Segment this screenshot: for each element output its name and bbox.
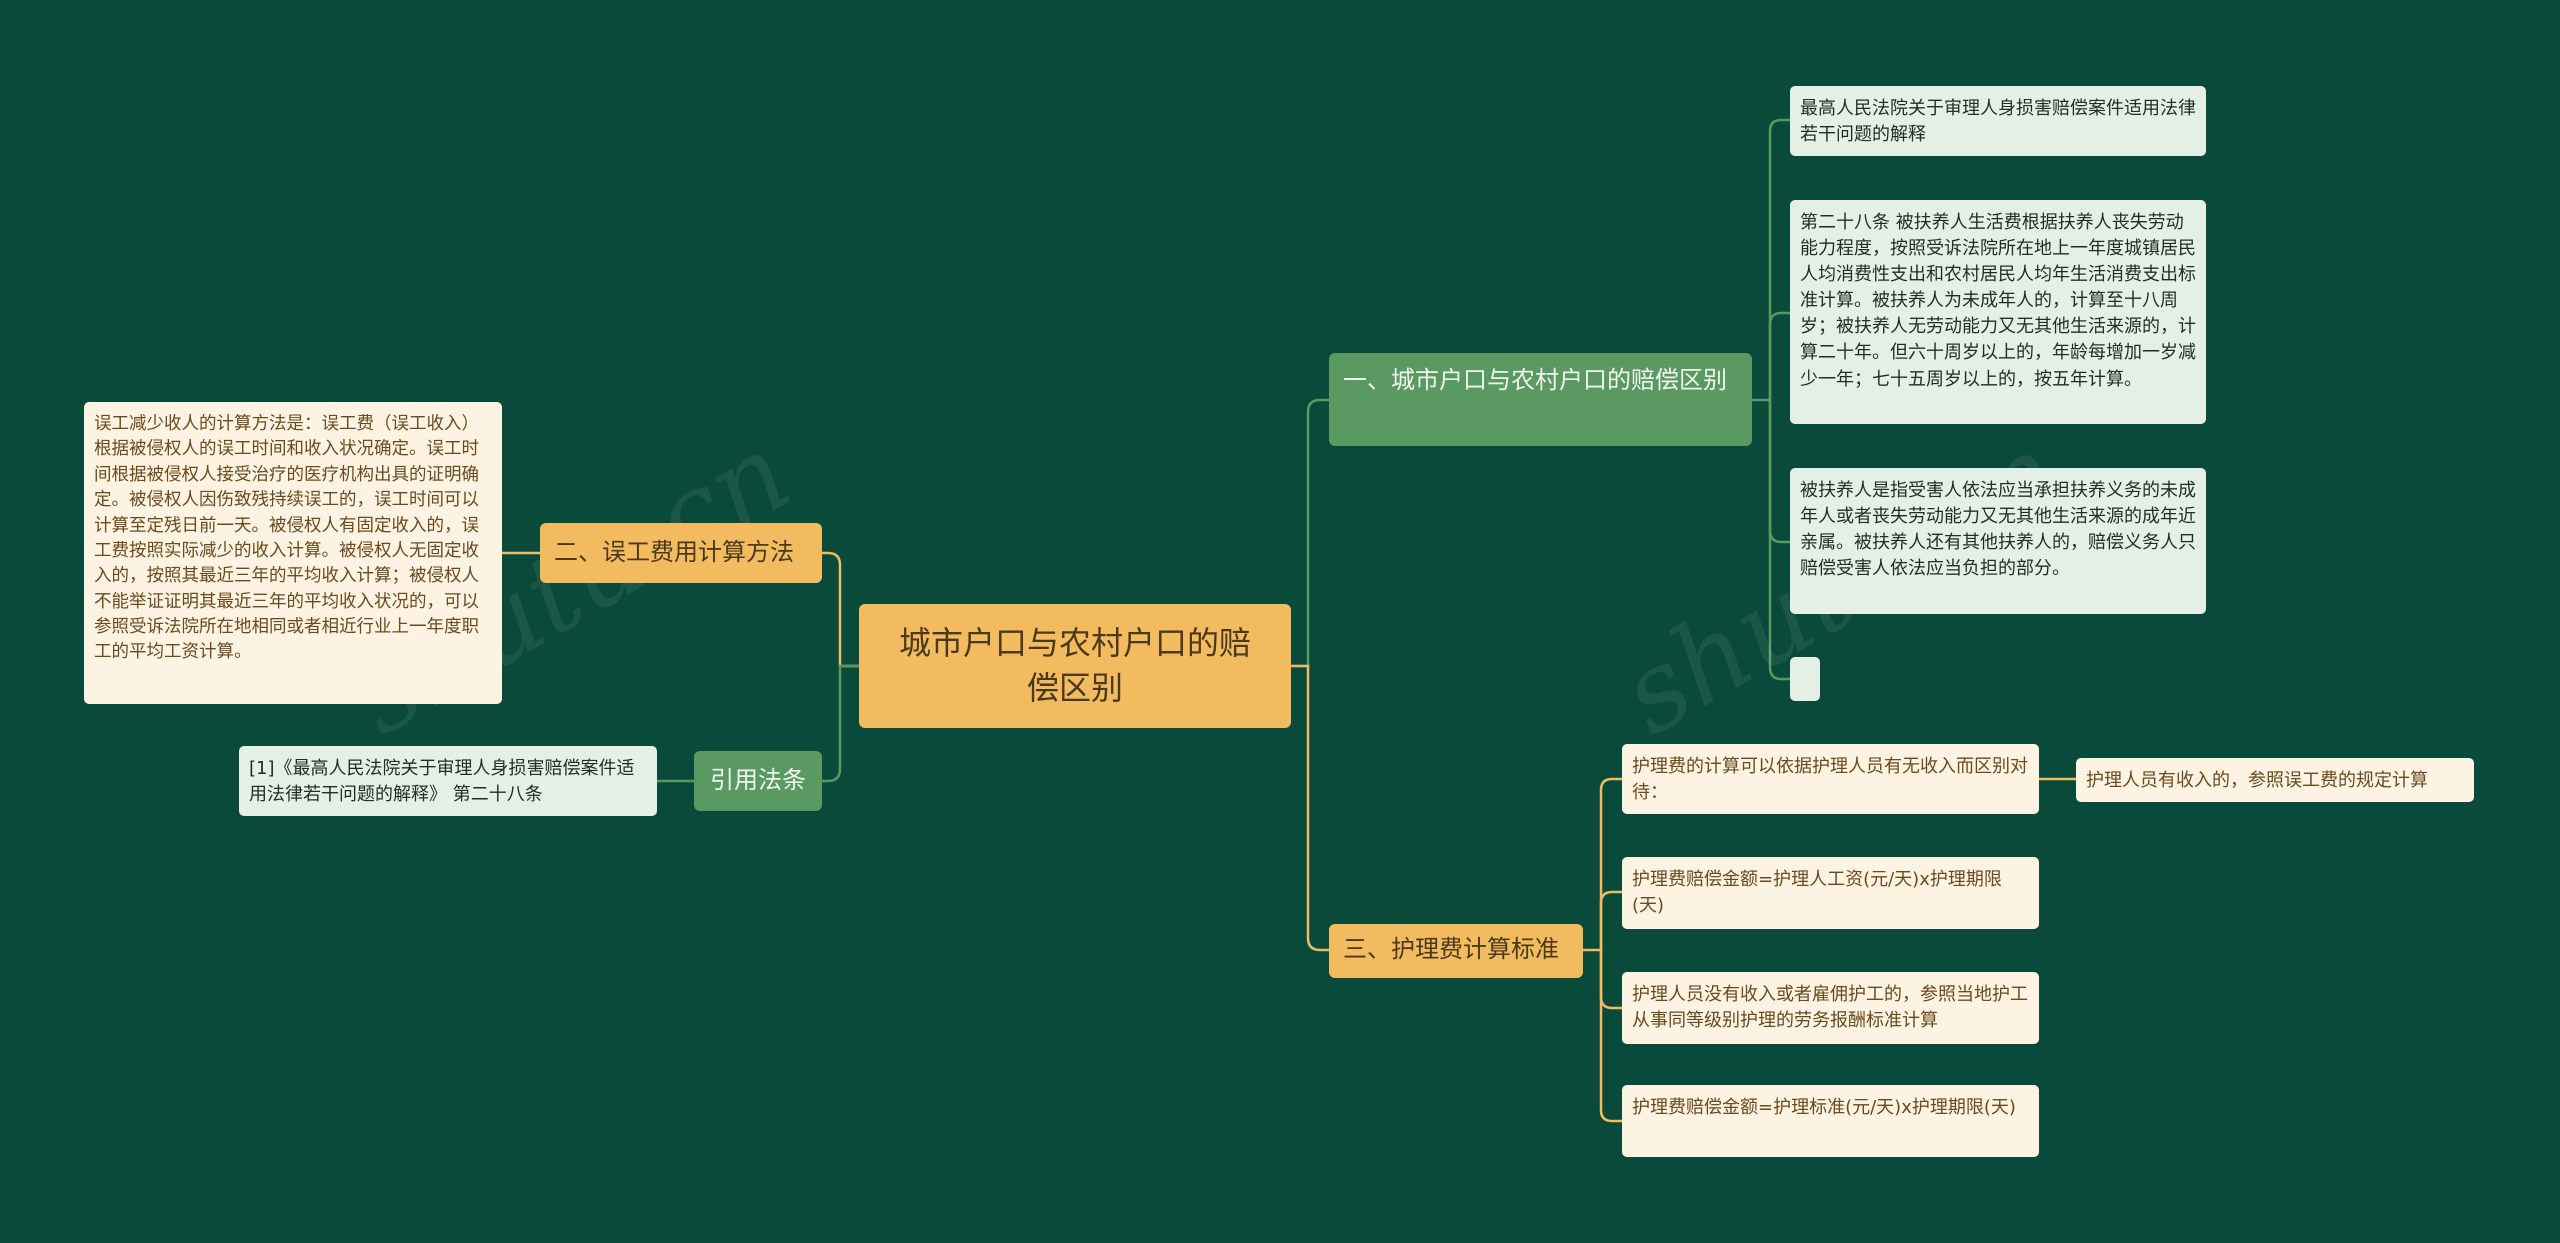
- link-root-branch1: [1291, 398, 1329, 668]
- link-root-citation: [822, 664, 859, 783]
- link-b3-item3: [1599, 950, 1622, 1010]
- leaf-lost-wages-detail[interactable]: 误工减少收人的计算方法是：误工费（误工收入）根据被侵权人的误工时间和收入状况确定…: [84, 402, 502, 704]
- branch-lost-wages-method[interactable]: 二、误工费用计算方法: [540, 523, 822, 583]
- leaf-nursing-with-income[interactable]: 护理人员有收入的，参照误工费的规定计算: [2076, 758, 2474, 802]
- link-b1-item2: [1768, 311, 1790, 400]
- link-root-branch3: [1291, 664, 1329, 952]
- link-b1-item3: [1768, 400, 1790, 544]
- link-root-branch2: [822, 551, 859, 668]
- root-node[interactable]: 城市户口与农村户口的赔偿区别: [859, 604, 1291, 728]
- leaf-dependent-definition[interactable]: 被扶养人是指受害人依法应当承担扶养义务的未成年人或者丧失劳动能力又无其他生活来源…: [1790, 468, 2206, 614]
- leaf-empty[interactable]: [1790, 657, 1820, 701]
- branch-urban-rural-difference[interactable]: 一、城市户口与农村户口的赔偿区别: [1329, 353, 1752, 446]
- leaf-nursing-formula-standard[interactable]: 护理费赔偿金额=护理标准(元/天)x护理期限(天): [1622, 1085, 2039, 1157]
- leaf-nursing-income-basis[interactable]: 护理费的计算可以依据护理人员有无收入而区别对待：: [1622, 744, 2039, 814]
- link-b3-item4: [1599, 950, 1622, 1123]
- leaf-citation-item[interactable]: [1]《最高人民法院关于审理人身损害赔偿案件适用法律若干问题的解释》 第二十八条: [239, 746, 657, 816]
- branch-nursing-fee-standard[interactable]: 三、护理费计算标准: [1329, 924, 1583, 978]
- leaf-judicial-interpretation[interactable]: 最高人民法院关于审理人身损害赔偿案件适用法律若干问题的解释: [1790, 86, 2206, 156]
- link-b1-item4: [1768, 400, 1790, 681]
- link-b1-item1: [1752, 118, 1790, 402]
- branch-citations[interactable]: 引用法条: [694, 751, 822, 811]
- leaf-nursing-no-income[interactable]: 护理人员没有收入或者雇佣护工的，参照当地护工从事同等级别护理的劳务报酬标准计算: [1622, 972, 2039, 1044]
- link-b3-item2: [1599, 890, 1622, 950]
- leaf-nursing-formula-wage[interactable]: 护理费赔偿金额=护理人工资(元/天)x护理期限(天): [1622, 857, 2039, 929]
- link-b3-item1: [1583, 777, 1622, 952]
- leaf-article-28[interactable]: 第二十八条 被扶养人生活费根据扶养人丧失劳动能力程度，按照受诉法院所在地上一年度…: [1790, 200, 2206, 424]
